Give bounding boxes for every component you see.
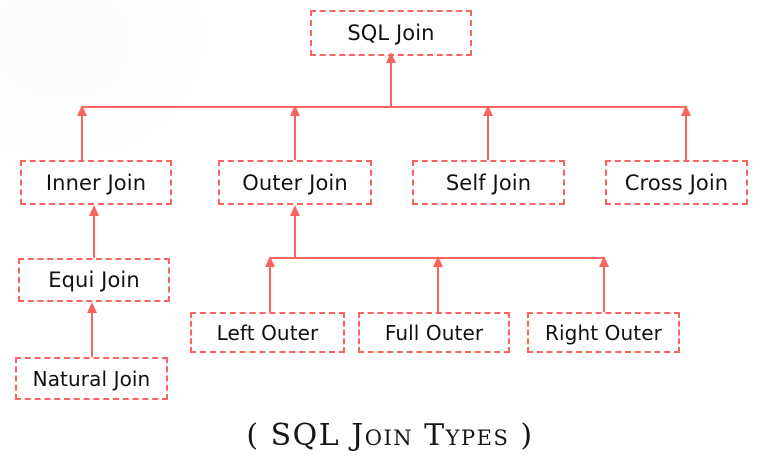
edge-self-riser (487, 107, 489, 160)
edge-right-outer-riser (603, 258, 605, 312)
edge-full-outer-riser (437, 258, 439, 312)
node-label: Right Outer (545, 320, 662, 345)
node-outer-join[interactable]: Outer Join (218, 160, 372, 205)
edge-left-outer-arrowhead (265, 256, 275, 267)
node-cross-join[interactable]: Cross Join (605, 160, 748, 205)
node-sql-join[interactable]: SQL Join (310, 10, 472, 56)
edge-natural-to-equi (91, 308, 93, 357)
node-label: Natural Join (32, 366, 151, 391)
node-label: Self Join (445, 170, 532, 195)
edge-root-stem (390, 62, 392, 107)
node-label: Equi Join (48, 268, 140, 292)
node-label: SQL Join (347, 21, 435, 45)
edge-self-arrowhead (483, 105, 493, 116)
node-left-outer[interactable]: Left Outer (190, 312, 345, 353)
edge-outer-arrowhead (290, 105, 300, 116)
edge-root-arrowhead (386, 52, 396, 63)
edge-equi-arrowhead (89, 205, 99, 216)
edge-outer-substem-arrowhead (290, 205, 300, 216)
edge-natural-arrowhead (87, 302, 97, 313)
node-label: Cross Join (624, 170, 729, 195)
edge-inner-arrowhead (77, 105, 87, 116)
node-right-outer[interactable]: Right Outer (527, 312, 680, 353)
node-label: Inner Join (45, 170, 147, 195)
node-equi-join[interactable]: Equi Join (18, 258, 170, 302)
edge-left-outer-riser (269, 258, 271, 312)
edge-outer-substem (294, 212, 296, 258)
edge-right-outer-arrowhead (599, 256, 609, 267)
node-natural-join[interactable]: Natural Join (15, 357, 168, 400)
edge-cross-arrowhead (681, 105, 691, 116)
node-inner-join[interactable]: Inner Join (20, 160, 172, 205)
node-full-outer[interactable]: Full Outer (358, 312, 510, 353)
node-self-join[interactable]: Self Join (412, 160, 565, 205)
edge-equi-to-inner (93, 212, 95, 258)
edge-bus-level2 (82, 106, 687, 108)
node-label: Left Outer (216, 320, 319, 345)
edge-inner-riser (81, 107, 83, 160)
node-label: Outer Join (242, 170, 348, 195)
node-label: Full Outer (384, 320, 484, 345)
diagram-caption: ( SQL Join Types ) (246, 418, 534, 453)
edge-full-outer-arrowhead (433, 256, 443, 267)
edge-outer-riser (294, 107, 296, 160)
edge-cross-riser (685, 107, 687, 160)
